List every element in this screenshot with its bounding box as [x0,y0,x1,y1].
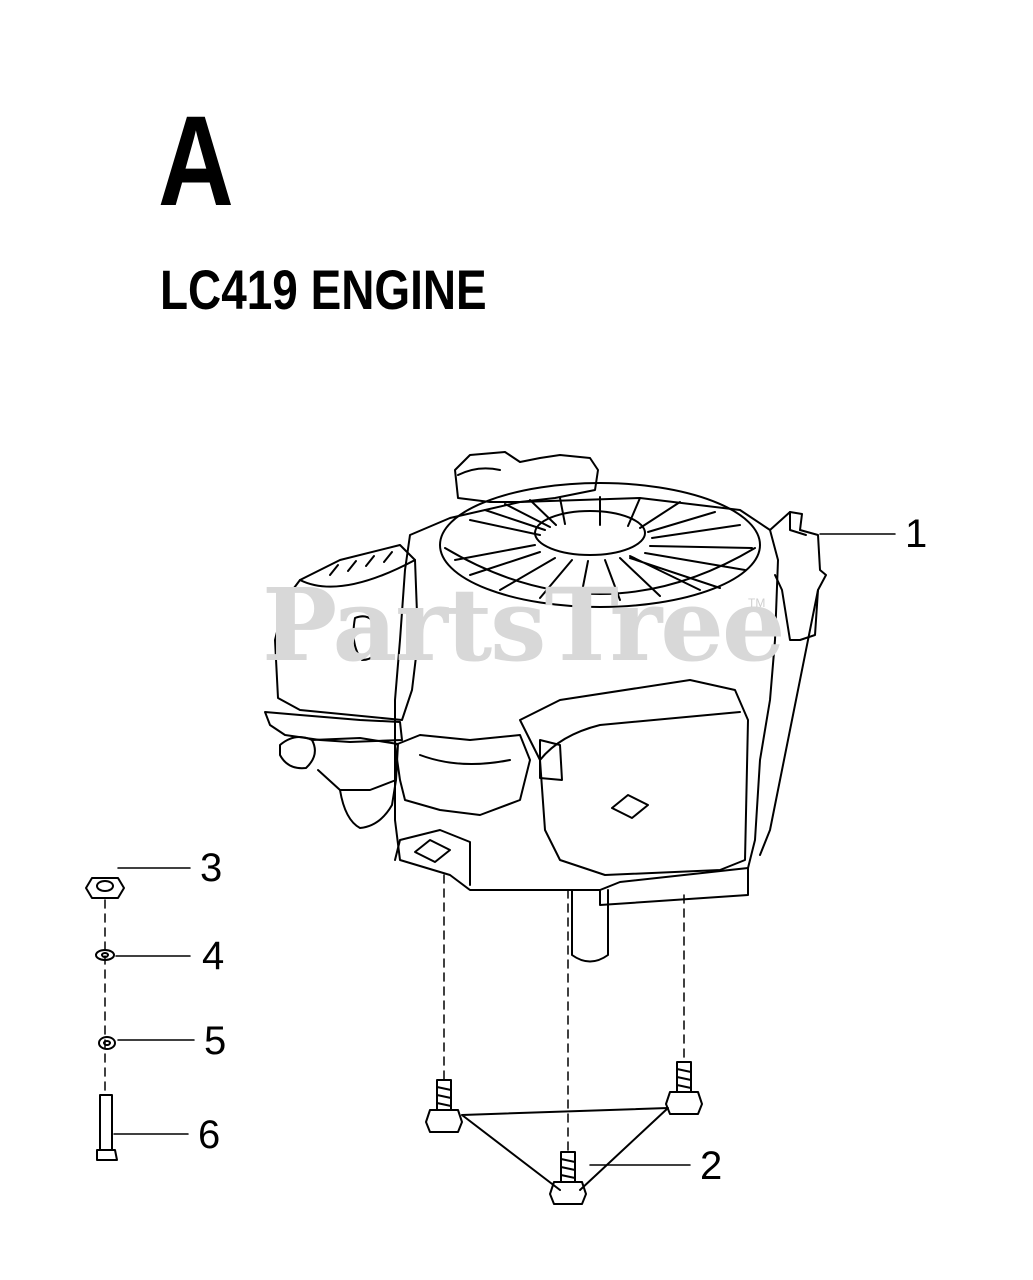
callout-2[interactable]: 2 [700,1144,723,1188]
callout-5[interactable]: 5 [204,1019,227,1063]
explode-lines [104,874,685,1151]
callout-6[interactable]: 6 [198,1113,221,1157]
leader-lines [113,533,896,1166]
callout-4[interactable]: 4 [202,934,225,978]
partstree-watermark: PartsTree [262,566,786,684]
engine-mount-bolts [425,1061,703,1205]
callout-3[interactable]: 3 [200,846,223,890]
section-letter: A [158,90,234,233]
watermark-tm: TM [748,596,766,610]
callout-1[interactable]: 1 [905,512,928,556]
page-title: LC419 ENGINE [160,258,487,321]
engine-block [264,451,827,963]
hardware-stack [85,877,125,1161]
